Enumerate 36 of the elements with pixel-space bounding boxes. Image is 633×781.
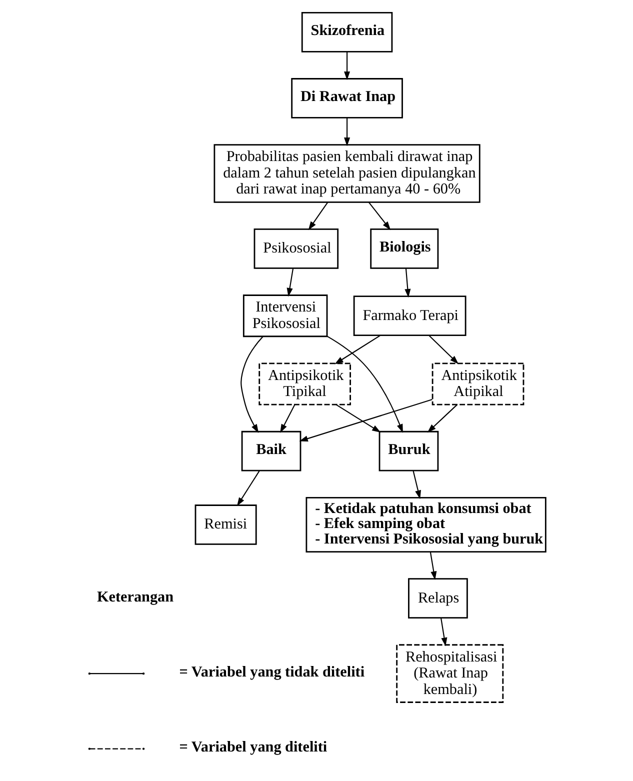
arrow — [344, 52, 350, 80]
arrow — [240, 336, 263, 433]
node-box: Biologis — [370, 228, 438, 269]
arrow — [426, 404, 458, 433]
node-box: - Ketidak patuhan konsumsi obat - Efek samping obat - Intervensi Psikososial yang buruk — [305, 496, 546, 552]
node-box: Buruk — [378, 430, 438, 472]
arrow — [286, 268, 294, 297]
node-box: Antipsikotik Tipikal — [258, 362, 350, 406]
arrow — [326, 336, 402, 433]
arrow — [344, 118, 350, 146]
arrow — [298, 399, 432, 442]
node-box: Remisi — [194, 504, 256, 545]
arrow — [440, 618, 447, 646]
node-box: Rehospitalisasi (Rawat Inap kembali) — [396, 644, 504, 703]
node-box: Farmako Terapi — [352, 296, 466, 336]
arrow — [236, 470, 260, 506]
arrow — [368, 202, 390, 230]
arrow — [429, 552, 436, 580]
node-box: Probabilitas pasien kembali dirawat inap dalam 2 tahun setelah pasien dipulangkan dari rawat inap pertamanya 40 - 60% — [213, 144, 480, 203]
arrow — [335, 404, 380, 433]
node-box: Baik — [240, 430, 301, 472]
legend-label: = Variabel yang tidak diteliti — [178, 663, 364, 680]
node-box: Antipsikotik Atipikal — [431, 362, 524, 406]
node-box: Intervensi Psikososial — [242, 294, 328, 338]
node-box: Skizofrenia — [300, 12, 392, 52]
legend-label: = Variabel yang diteliti — [178, 738, 327, 756]
arrow — [428, 335, 458, 364]
node-box: Di Rawat Inap — [290, 78, 402, 118]
label: Keterangan — [96, 588, 174, 606]
arrow — [334, 335, 380, 364]
arrow — [280, 404, 295, 433]
arrow — [404, 268, 410, 298]
arrow — [308, 202, 328, 230]
node-box: Psikososial — [253, 228, 338, 269]
arrow — [412, 470, 420, 500]
node-box: Relaps — [408, 578, 468, 619]
